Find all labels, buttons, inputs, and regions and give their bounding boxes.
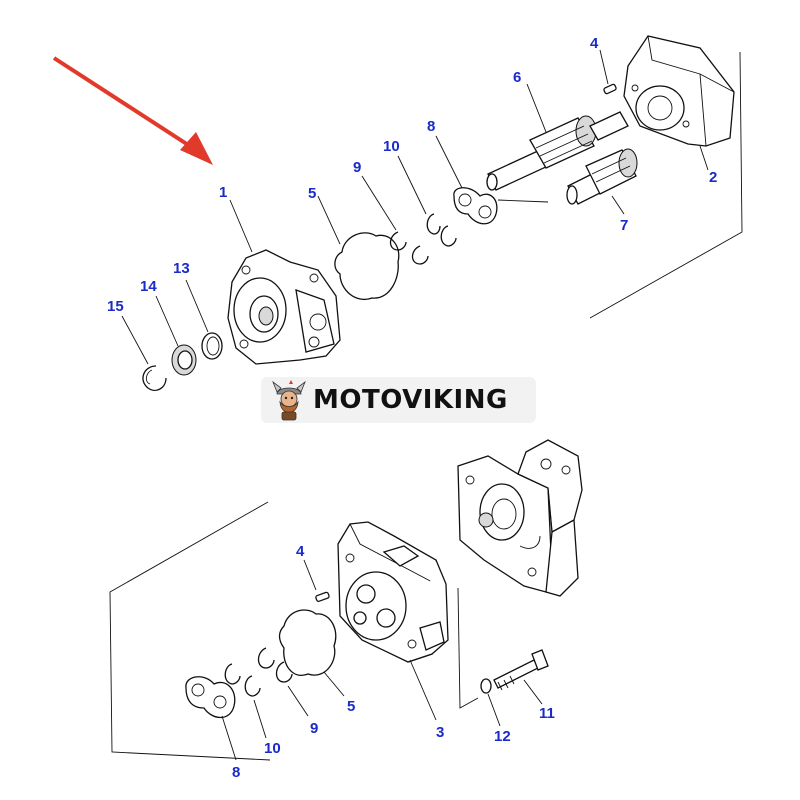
callout-4-top: 4	[590, 35, 599, 52]
callout-9-bottom: 9	[310, 720, 318, 737]
watermark-text: MOTOVIKING	[313, 385, 508, 415]
part-5-gasket-top	[317, 195, 400, 300]
part-2-housing	[623, 35, 735, 171]
part-9-backup-rings-bottom	[257, 647, 309, 717]
callout-5-top: 5	[308, 185, 316, 202]
part-11-bolt	[493, 649, 549, 705]
part-6-drive-gear-shaft	[486, 83, 629, 191]
callout-6: 6	[513, 69, 521, 86]
callout-10-bottom: 10	[264, 740, 281, 757]
callout-8-top: 8	[427, 118, 435, 135]
part-5-gasket-bottom	[278, 609, 345, 697]
part-12-washer	[480, 678, 501, 727]
part-4-pin	[599, 49, 617, 95]
part-8-wear-plate-top	[435, 135, 549, 225]
part-10-seals-top	[397, 155, 457, 247]
motoviking-watermark: MOTOVIKING	[261, 377, 536, 423]
callout-11: 11	[539, 705, 555, 722]
callout-5-bottom: 5	[347, 698, 355, 715]
highlight-arrow	[52, 56, 213, 165]
callout-2: 2	[709, 169, 717, 186]
bottom-assembly: 3 4 5 8 9 10 11 12	[109, 439, 583, 781]
callout-7: 7	[620, 217, 628, 234]
callout-15: 15	[107, 298, 124, 315]
callout-4-bottom: 4	[296, 543, 305, 560]
viking-mascot-icon	[272, 380, 306, 421]
part-4-pin-bottom	[303, 559, 330, 602]
callout-12: 12	[494, 728, 511, 745]
assembly-frame-bottom	[109, 501, 271, 761]
callout-3: 3	[436, 724, 444, 741]
part-8-wear-plate-bottom	[185, 676, 237, 761]
part-13-ring	[185, 279, 223, 360]
assembly-frame-bottom-right	[457, 587, 479, 709]
part-15-snap-ring	[121, 315, 167, 392]
top-assembly: 1 2 4 5 6 7 8 9 10 13 14 15	[52, 35, 743, 392]
part-7-driven-gear	[566, 148, 638, 215]
part-10-seals-bottom	[224, 663, 267, 739]
part-3-gear-housing	[337, 521, 449, 721]
callout-9-top: 9	[353, 159, 361, 176]
callout-13: 13	[173, 260, 190, 277]
assembled-pump-body	[457, 439, 583, 597]
callout-10-top: 10	[383, 138, 400, 155]
assembly-frame-top	[589, 51, 743, 319]
part-14-oil-seal	[155, 295, 197, 376]
part-1-front-cover	[227, 199, 341, 365]
callout-14: 14	[140, 278, 157, 295]
callout-8-bottom: 8	[232, 764, 240, 781]
part-9-backup-rings-top	[361, 175, 429, 265]
callout-1: 1	[219, 184, 227, 201]
